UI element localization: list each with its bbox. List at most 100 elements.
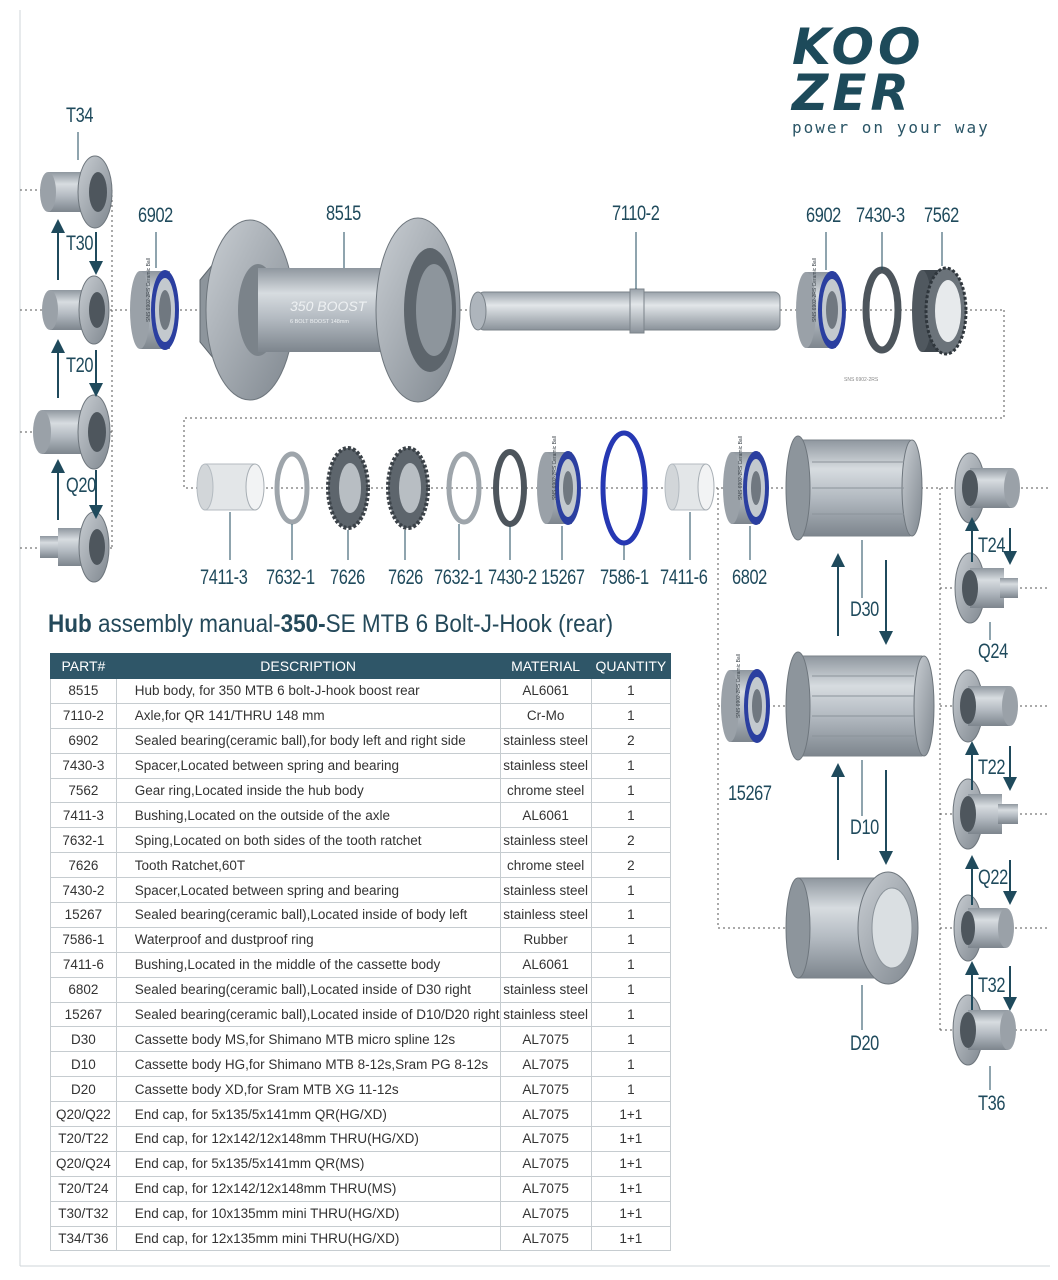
cell-quantity: 1+1: [590, 1175, 672, 1202]
label-7626-left: 7626: [330, 566, 365, 589]
cell-quantity: 1: [590, 777, 672, 804]
cell-quantity: 1: [590, 1051, 672, 1078]
cell-material: stainless steel: [499, 752, 592, 779]
label-Q24: Q24: [978, 640, 1008, 663]
label-T36: T36: [978, 1092, 1006, 1115]
cell-description: End cap, for 12x142/12x148mm THRU(HG/XD): [115, 1126, 501, 1152]
cell-part: T30/T32: [50, 1200, 117, 1227]
bushing-7411-3: [196, 463, 265, 560]
cell-material: stainless steel: [499, 727, 592, 754]
bearing-print: SNS 6902-2RS Ceramic Ball: [738, 436, 744, 500]
cell-description: Bushing,Located in the middle of the cas…: [115, 951, 501, 978]
gear-ring-7562: [912, 232, 968, 356]
header-material: MATERIAL: [499, 653, 592, 679]
bearing-print: SNS 6902-2RS Ceramic Ball: [812, 258, 818, 322]
cell-quantity: 1+1: [590, 1126, 672, 1152]
label-T34: T34: [66, 104, 94, 127]
label-7626-right: 7626: [388, 566, 423, 589]
logo-wordmark-line2: ZER: [792, 64, 913, 122]
cell-material: AL7075: [499, 1200, 592, 1227]
cassette-body-D10: [785, 651, 935, 761]
cell-part: D10: [50, 1051, 117, 1078]
hub-body-8515: [199, 217, 461, 403]
end-cap-T22: [952, 669, 1018, 743]
cassette-body-D30: [785, 435, 923, 541]
cell-material: AL7075: [499, 1101, 592, 1128]
cell-part: Q20/Q22: [50, 1101, 117, 1128]
cell-description: Sealed bearing(ceramic ball),Located ins…: [115, 1001, 501, 1028]
label-7430-2: 7430-2: [488, 566, 537, 589]
cell-part: 7411-6: [50, 951, 117, 978]
label-D10: D10: [850, 816, 879, 839]
cell-part: D20: [50, 1076, 117, 1103]
cell-material: Rubber: [499, 926, 592, 953]
label-D30: D30: [850, 598, 879, 621]
cell-quantity: 1: [590, 976, 672, 1003]
cell-part: T34/T36: [50, 1225, 117, 1252]
cell-material: chrome steel: [499, 777, 592, 804]
cell-quantity: 1: [590, 1026, 672, 1053]
end-cap-T34: [40, 155, 113, 229]
brand-logo: KOO ZER power on your way: [792, 22, 1022, 139]
cell-quantity: 1: [590, 802, 672, 829]
seal-ring-7586-1: [600, 430, 648, 560]
end-cap-T30: [42, 275, 110, 345]
label-T30: T30: [66, 232, 94, 255]
label-T24: T24: [978, 534, 1006, 557]
cell-description: End cap, for 12x135mm mini THRU(HG/XD): [115, 1225, 501, 1252]
cell-part: D30: [50, 1026, 117, 1053]
cell-quantity: 1: [590, 902, 672, 928]
end-cap-T32: [953, 894, 1014, 962]
cell-quantity: 1+1: [590, 1200, 672, 1227]
cell-part: 7110-2: [50, 702, 117, 729]
cell-quantity: 1: [590, 678, 672, 704]
label-7632-1-left: 7632-1: [266, 566, 315, 589]
title-prefix: Hub: [48, 610, 92, 638]
cell-quantity: 1: [590, 752, 672, 779]
logo-tagline: power on your way: [792, 118, 990, 137]
header-description: DESCRIPTION: [115, 653, 501, 679]
title-suffix: SE MTB 6 Bolt-J-Hook (rear): [325, 610, 614, 638]
bearing-print: SNS 6902-2RS Ceramic Ball: [552, 436, 558, 500]
axle-7110-2: [469, 232, 781, 334]
end-cap-T20: [33, 394, 111, 470]
bearing-15267-left: [537, 451, 581, 560]
cell-description: Spacer,Located between spring and bearin…: [115, 752, 501, 779]
label-7430-3: 7430-3: [856, 204, 905, 227]
header-part: PART#: [50, 653, 117, 679]
spring-7632-1-right: [446, 451, 482, 560]
bearing-6902-left: [130, 232, 179, 350]
label-Q22: Q22: [978, 866, 1008, 889]
cell-quantity: 1+1: [590, 1150, 672, 1177]
cell-description: Axle,for QR 141/THRU 148 mm: [115, 702, 501, 729]
cell-description: End cap, for 10x135mm mini THRU(HG/XD): [115, 1200, 501, 1227]
page-title: Hub assembly manual-350-SE MTB 6 Bolt-J-…: [48, 610, 613, 639]
cell-quantity: 2: [590, 727, 672, 754]
cell-part: 7411-3: [50, 802, 117, 829]
cell-description: End cap, for 12x142/12x148mm THRU(MS): [115, 1175, 501, 1202]
parts-table: PART# DESCRIPTION MATERIAL QUANTITY 8515…: [50, 653, 672, 1252]
label-T22: T22: [978, 756, 1006, 779]
cell-material: stainless steel: [499, 877, 592, 904]
cell-quantity: 1+1: [590, 1225, 672, 1252]
bearing-15267-right: [721, 669, 770, 743]
cell-quantity: 1+1: [590, 1101, 672, 1128]
bearing-6902-right: [796, 232, 846, 349]
cell-description: Gear ring,Located inside the hub body: [115, 777, 501, 804]
table-row: 6902 Sealed bearing(ceramic ball),for bo…: [50, 727, 672, 754]
label-6902-right: 6902: [806, 204, 841, 227]
